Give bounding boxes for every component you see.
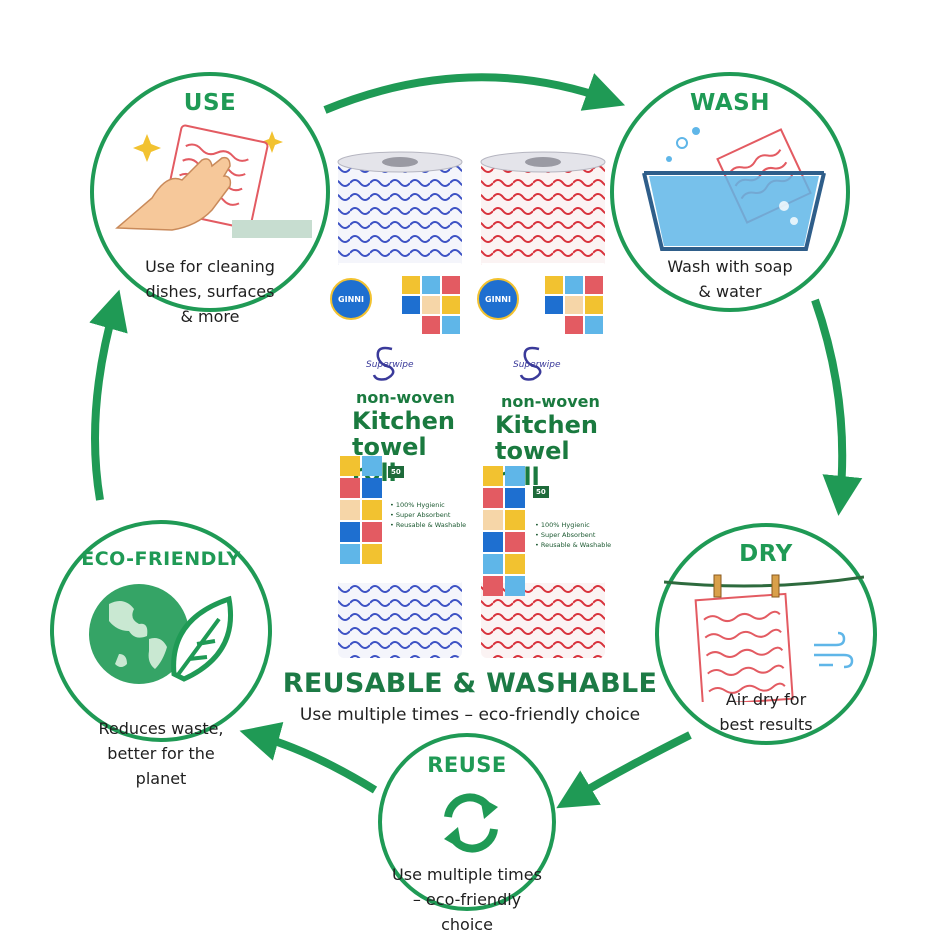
roll-red-spec: 50 — [533, 486, 549, 498]
center-subtitle: Use multiple times – eco-friendly choice — [299, 705, 641, 725]
roll-blue-subbrand: Superwipe — [366, 360, 414, 370]
globe-leaf-icon — [89, 584, 233, 684]
step-use-title: USE — [183, 90, 237, 116]
roll-blue-brand-logo: GINNI — [330, 278, 372, 320]
arrow-use-to-wash — [323, 73, 626, 114]
roll-red-tiles-bottom — [483, 466, 525, 596]
step-reuse-title: REUSE — [427, 753, 507, 777]
recycle-arrows-icon — [444, 793, 498, 853]
step-eco: ECO-FRIENDLY Reduces waste, better for t… — [50, 520, 272, 788]
arrow-wash-to-dry — [811, 298, 863, 516]
roll-red-pulls: 50 — [536, 488, 546, 496]
roll-blue-tiles-bottom — [340, 456, 382, 564]
center-title: REUSABLE & WASHABLE — [282, 668, 658, 699]
roll-blue-tiles-top — [402, 276, 460, 334]
arrow-dry-to-reuse — [556, 731, 692, 809]
roll-red-brand-logo: GINNI — [477, 278, 519, 320]
wash-basin-icon — [642, 127, 826, 251]
roll-red-name-line1: non-woven — [501, 392, 600, 411]
step-use: USE Use for cleaning dishes, surfaces & … — [90, 72, 330, 326]
step-wash-title: WASH — [690, 90, 770, 116]
step-dry-title: DRY — [739, 541, 793, 567]
arrow-reuse-to-eco — [239, 722, 378, 794]
hand-wiping-cloth-icon — [115, 124, 312, 238]
step-use-text: Use for cleaning dishes, surfaces & more — [145, 257, 275, 326]
arrow-eco-to-use — [89, 289, 128, 501]
roll-red-subbrand: Superwipe — [513, 360, 561, 370]
step-eco-title: ECO-FRIENDLY — [81, 548, 241, 570]
step-eco-text: Reduces waste, better for the planet — [98, 719, 224, 788]
roll-blue-name-line1: non-woven — [356, 388, 455, 407]
roll-red-superwipe-logo — [519, 346, 542, 381]
step-dry-text: Air dry for best results — [719, 690, 813, 734]
clothesline-towel-icon — [664, 574, 864, 702]
roll-blue-superwipe-logo — [372, 346, 395, 381]
roll-red-tiles-top — [545, 276, 603, 334]
roll-blue-features: • 100% Hygienic • Super Absorbent • Reus… — [390, 501, 467, 529]
step-dry: DRY Air dry for best results — [655, 523, 877, 745]
step-reuse-text: Use multiple times – eco-friendly choice — [392, 865, 542, 934]
step-reuse: REUSE — [378, 733, 556, 911]
product-roll-red: GINNI Superwipe non-woven Kitchen towel … — [473, 148, 613, 668]
roll-blue-pulls: 50 — [391, 468, 401, 476]
step-wash: WASH Wash with soap & water — [610, 72, 850, 312]
product-roll-blue: GINNI Superwipe non-woven Kitchen towel … — [330, 148, 470, 668]
roll-red-features: • 100% Hygienic • Super Absorbent • Reus… — [535, 521, 612, 549]
roll-blue-spec: 50 — [388, 466, 404, 478]
step-wash-text: Wash with soap & water — [667, 257, 793, 301]
